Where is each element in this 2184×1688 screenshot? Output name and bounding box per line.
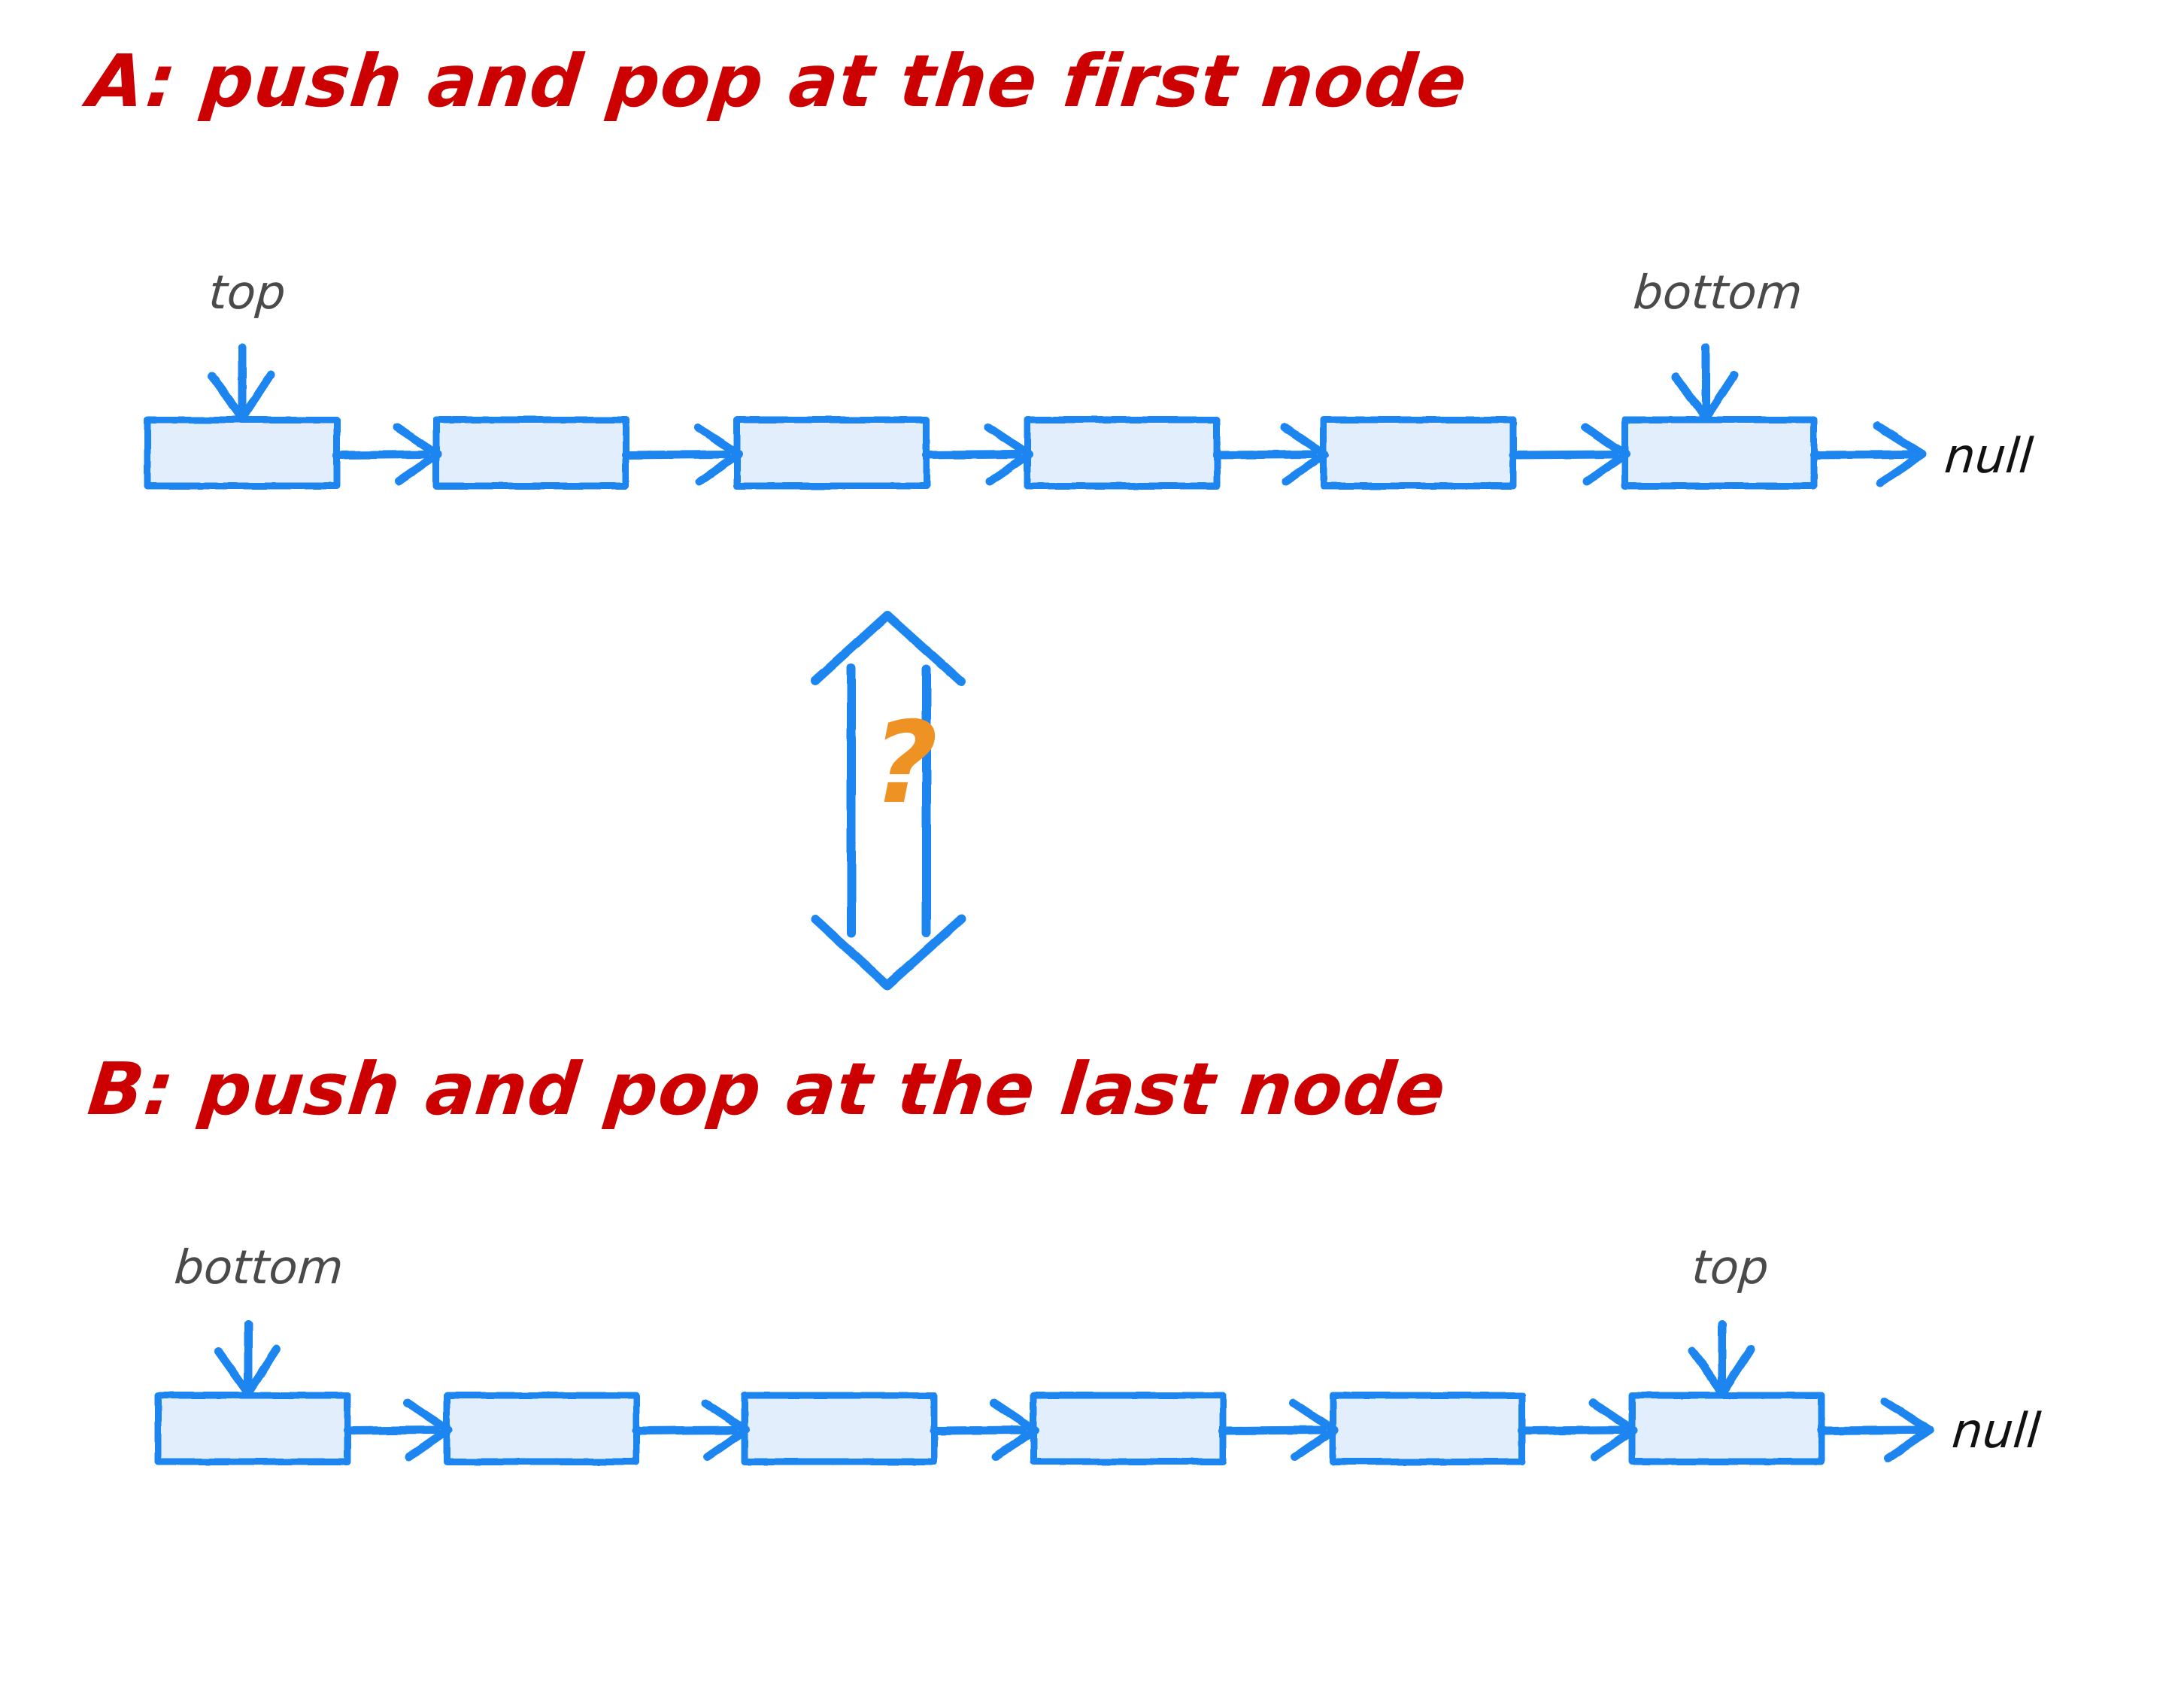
null-terminator-b: null	[1949, 1404, 2043, 1459]
link-arrow-a-1	[621, 423, 743, 486]
comparison-double-arrow	[811, 611, 966, 990]
pointer-arrow-a-bottom	[1671, 343, 1739, 423]
node-a-2	[733, 416, 930, 490]
node-a-0	[144, 416, 341, 490]
link-arrow-a-2	[922, 423, 1033, 486]
pointer-label-a-bottom: bottom	[1631, 265, 1804, 320]
link-arrow-b-1	[632, 1398, 751, 1462]
pointer-label-b-top: top	[1690, 1240, 1771, 1295]
null-terminator-a: null	[1942, 429, 2035, 484]
section-b-chain	[154, 1319, 1934, 1465]
link-arrow-b-3	[1218, 1398, 1339, 1462]
node-b-2	[741, 1392, 938, 1465]
node-a-1	[432, 416, 629, 490]
node-b-3	[1030, 1392, 1227, 1465]
pointer-label-a-top: top	[207, 265, 288, 320]
pointer-arrow-b-bottom	[214, 1319, 281, 1398]
link-arrow-b-2	[930, 1398, 1039, 1462]
pointer-arrow-b-top	[1688, 1319, 1755, 1398]
link-arrow-b-null	[1817, 1397, 1934, 1463]
node-b-1	[443, 1392, 640, 1465]
node-a-4	[1320, 416, 1517, 490]
link-arrow-a-4	[1509, 423, 1630, 486]
section-b-title: B: push and pop at the last node	[84, 1047, 1451, 1131]
node-a-3	[1024, 416, 1221, 490]
link-arrow-a-null	[1809, 421, 1927, 487]
section-a-chain	[144, 343, 1927, 490]
node-b-5	[1628, 1392, 1825, 1465]
node-a-5	[1621, 416, 1818, 490]
pointer-arrow-a-top	[208, 343, 275, 423]
section-a-title: A: push and pop at the first node	[84, 39, 1472, 123]
link-arrow-a-0	[332, 423, 442, 486]
node-b-4	[1329, 1392, 1526, 1465]
pointer-label-b-bottom: bottom	[172, 1240, 345, 1295]
link-arrow-b-0	[343, 1398, 453, 1462]
node-b-0	[154, 1392, 351, 1465]
question-mark: ?	[872, 698, 939, 829]
link-arrow-b-4	[1518, 1398, 1638, 1462]
link-arrow-a-3	[1212, 423, 1330, 486]
